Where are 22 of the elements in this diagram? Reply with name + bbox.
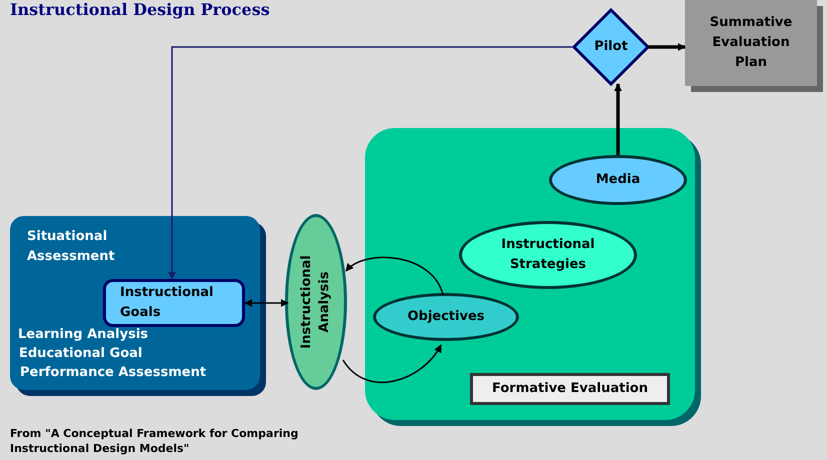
node-label: Media <box>594 171 642 189</box>
list-item: Performance Assessment <box>20 365 206 380</box>
node-label: Summative Evaluation Plan <box>708 14 794 72</box>
node-label: Objectives <box>406 308 486 326</box>
arrow <box>614 83 622 155</box>
arrow <box>345 256 444 296</box>
diagram-title: Instructional Design Process <box>10 0 270 19</box>
box-heading: Situational Assessment <box>27 228 116 266</box>
list-item: Educational Goal <box>19 346 142 361</box>
arrow <box>342 344 442 384</box>
node-label: Instructional Strategies <box>500 236 596 274</box>
arrow <box>244 299 289 307</box>
arrow <box>648 43 686 51</box>
arrow <box>168 46 572 280</box>
decision-diamond <box>572 8 650 86</box>
caption: From "A Conceptual Framework for Comparing Instructional Design Models" <box>10 426 300 456</box>
node-label: Instructional Analysis <box>298 254 333 351</box>
list-item: Learning Analysis <box>18 327 148 342</box>
section-label: Formative Evaluation <box>470 373 670 405</box>
process-box <box>103 279 245 327</box>
node-label: Pilot <box>593 38 629 56</box>
node-label: Instructional Goals <box>119 284 215 322</box>
